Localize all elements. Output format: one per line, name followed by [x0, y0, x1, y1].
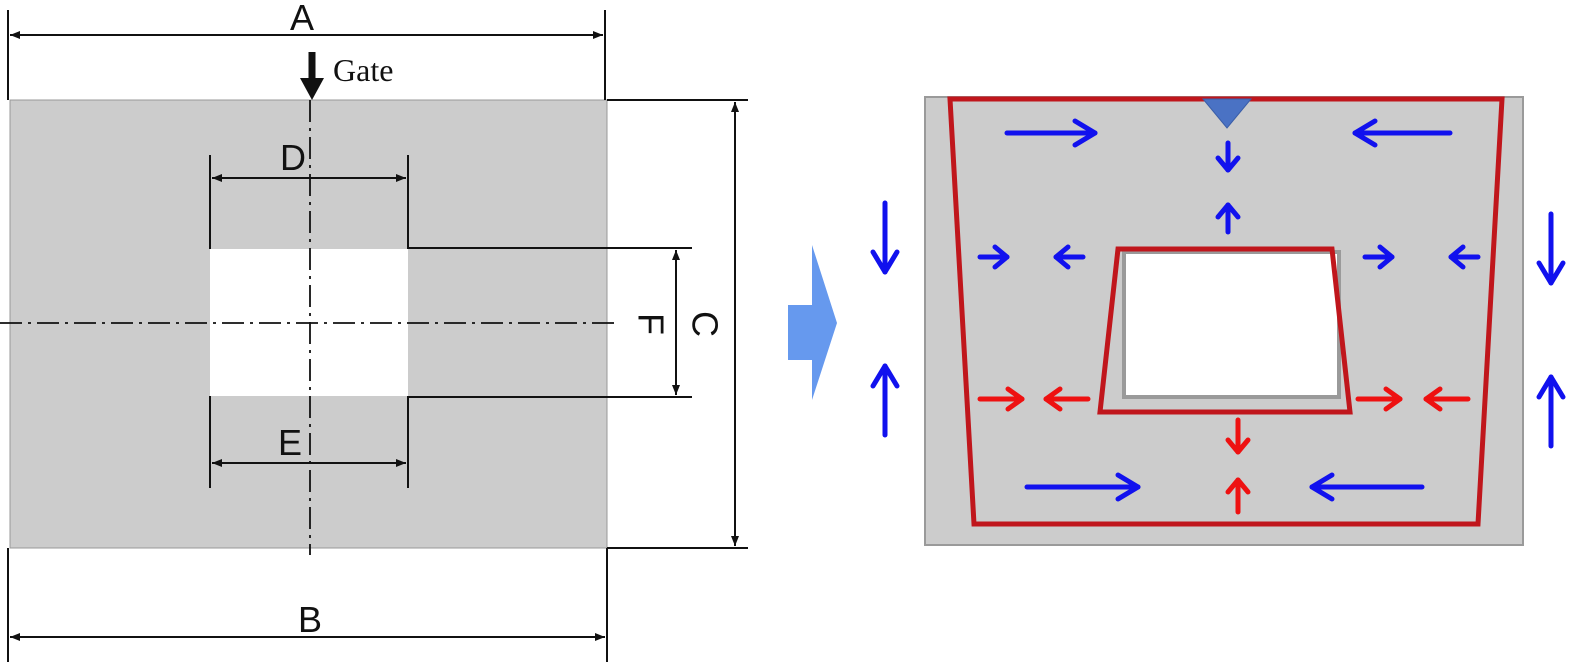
arrow-down-icon	[1225, 417, 1251, 455]
shrunk-hole-outline	[1097, 246, 1353, 415]
shrinkage-view	[870, 96, 1566, 546]
gate-arrowhead-icon	[300, 78, 324, 100]
arrow-down-icon	[1215, 140, 1241, 173]
shrunk-outer-outline	[947, 96, 1505, 527]
gate-indicator: Gate	[300, 52, 393, 100]
arrow-left-icon	[1448, 244, 1481, 270]
arrow-up-icon	[1536, 374, 1566, 449]
arrow-left-icon	[1352, 118, 1453, 148]
dimension-b: B	[7, 548, 608, 662]
arrow-right-icon	[977, 386, 1025, 412]
dimension-f: F	[408, 247, 692, 398]
transition-arrow-icon	[788, 245, 837, 400]
shrinkage-arrows-red	[977, 386, 1471, 515]
arrow-up-icon	[1225, 477, 1251, 515]
dimension-e: E	[209, 396, 409, 488]
dimension-b-label: B	[298, 599, 322, 640]
arrow-right-icon	[977, 244, 1010, 270]
dimension-f-label: F	[630, 313, 671, 335]
arrow-up-icon	[870, 363, 900, 438]
dimension-a: A	[7, 0, 606, 100]
arrow-right-icon	[1004, 118, 1098, 148]
dimension-c: C	[607, 99, 748, 549]
arrow-left-icon	[1423, 386, 1471, 412]
dimension-a-label: A	[290, 0, 314, 38]
arrow-right-icon	[1024, 472, 1141, 502]
arrow-up-icon	[1215, 202, 1241, 235]
dimension-d-label: D	[280, 137, 306, 178]
arrow-right-icon	[1362, 244, 1395, 270]
dimension-d: D	[209, 137, 409, 249]
arrow-down-icon	[870, 200, 900, 275]
gate-label: Gate	[333, 52, 393, 88]
gate-marker-icon	[1201, 98, 1253, 129]
dimension-e-label: E	[278, 422, 302, 463]
arrow-right-icon	[1355, 386, 1403, 412]
part-drawing: A B C D E	[0, 0, 748, 662]
shrinkage-original-hole	[1122, 250, 1341, 399]
shrinkage-arrows-blue	[870, 118, 1566, 502]
dimension-c-label: C	[684, 311, 725, 337]
arrow-left-icon	[1309, 472, 1425, 502]
arrow-down-icon	[1536, 211, 1566, 286]
arrow-left-icon	[1053, 244, 1086, 270]
arrow-left-icon	[1043, 386, 1091, 412]
